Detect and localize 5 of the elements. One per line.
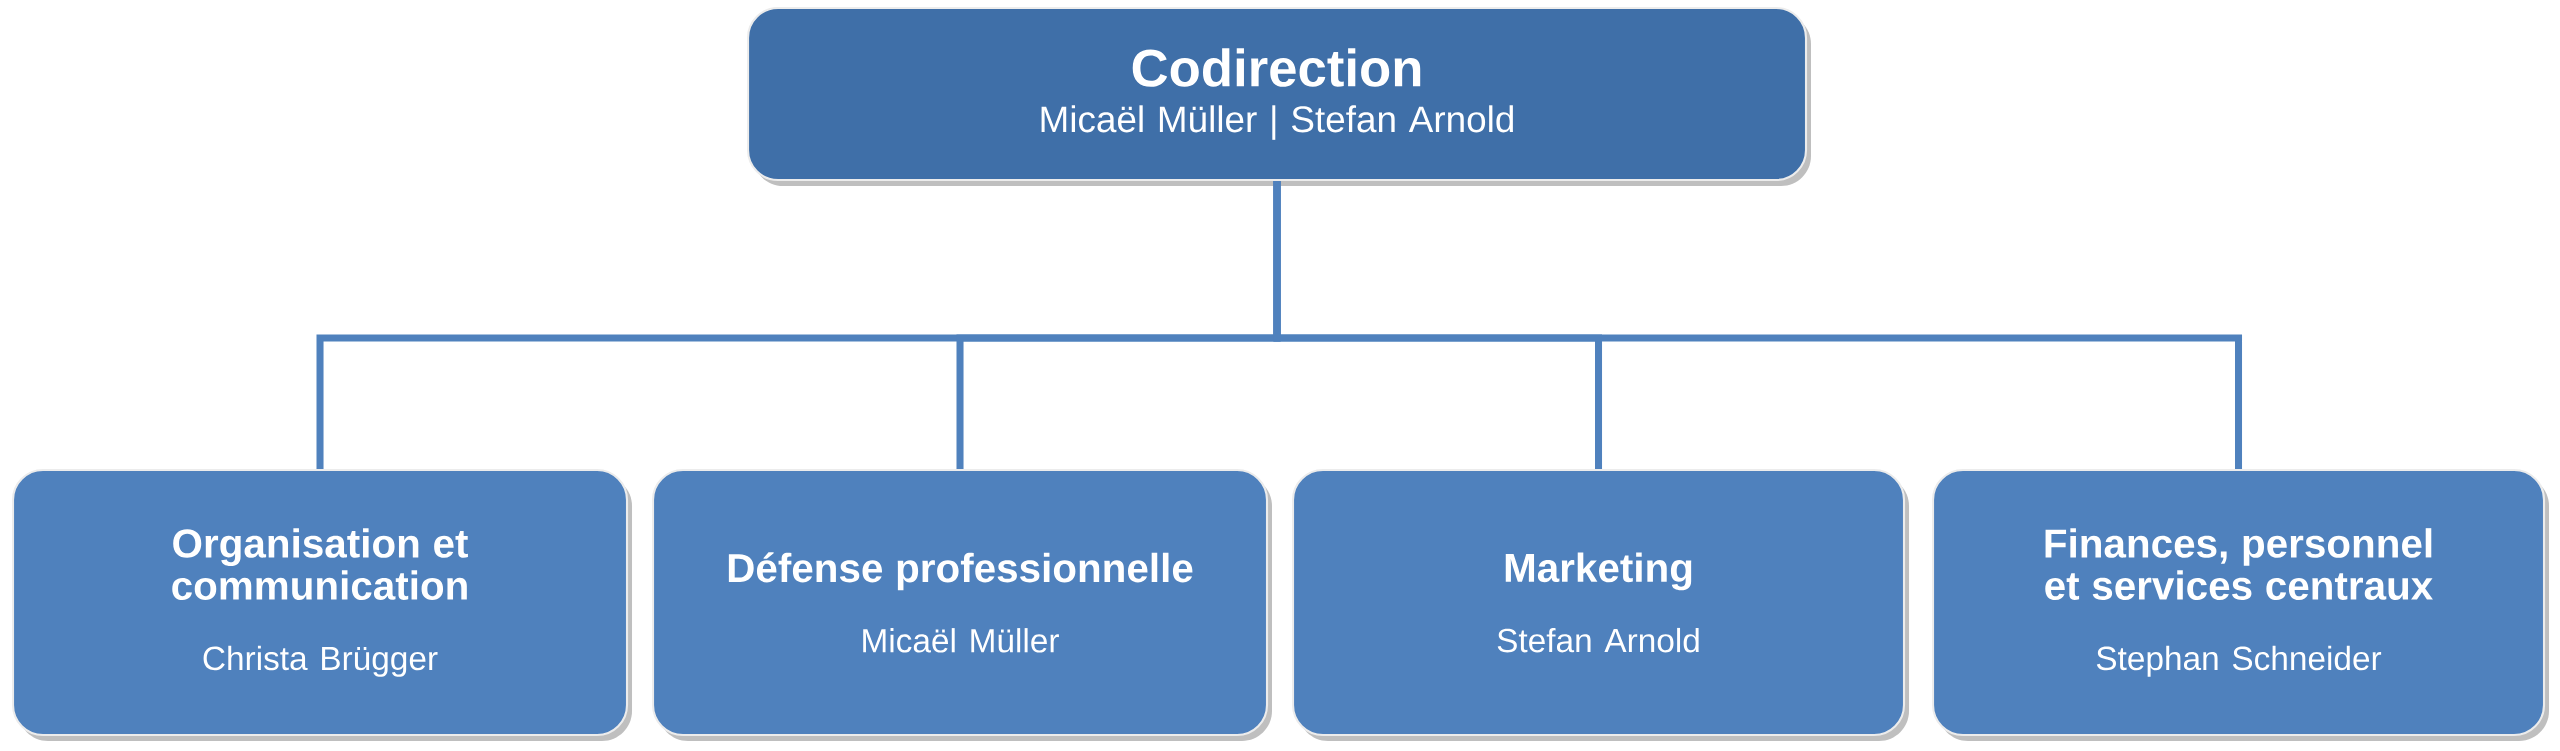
org-box: Codirection Micaël Müller | Stefan Arnold: [746, 6, 1811, 186]
org-box: Organisation et communication Christa Brügger: [11, 468, 632, 741]
org-box: Finances, personnel et services centraux Stephan Schneider: [1931, 468, 2549, 741]
org-box: Marketing Stefan Arnold: [1291, 468, 1909, 741]
org-box: Défense professionnelle Micaël Müller: [651, 468, 1272, 741]
